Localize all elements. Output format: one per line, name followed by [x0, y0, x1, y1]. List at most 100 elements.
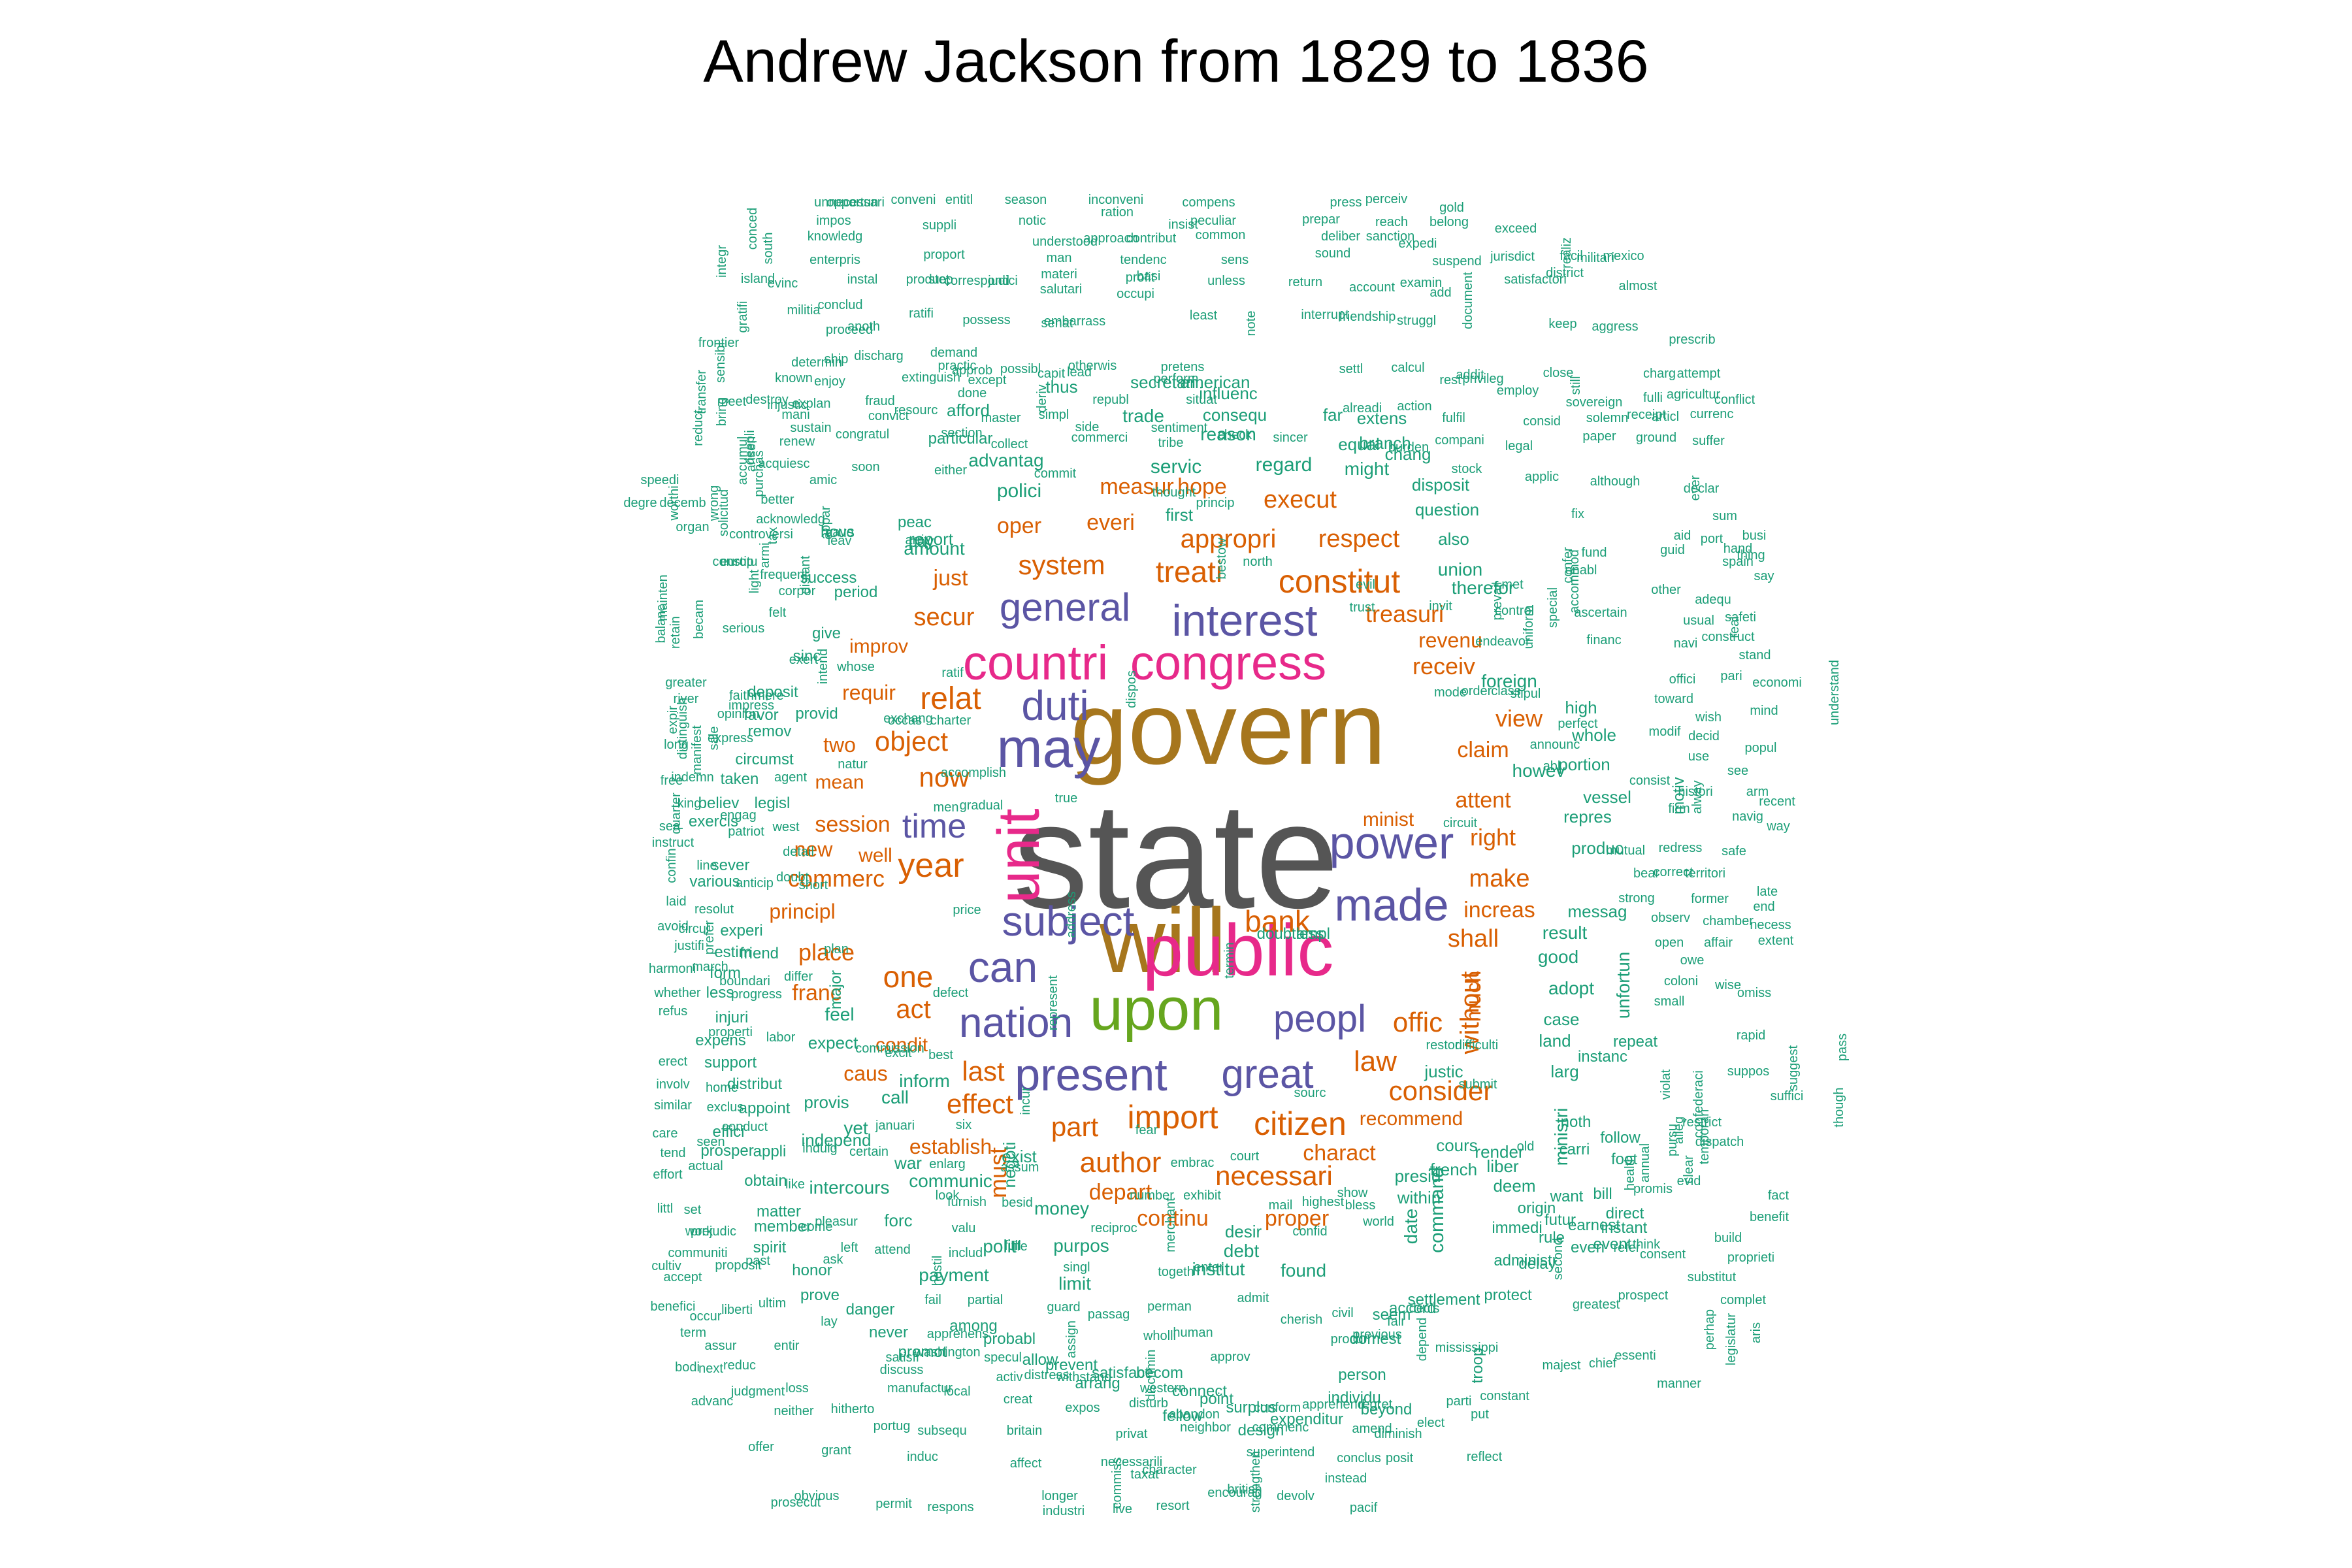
- word-appar: appar: [819, 506, 833, 540]
- word-allow: allow: [1022, 1351, 1058, 1369]
- word-popul: popul: [1744, 741, 1777, 755]
- word-ask: ask: [823, 1252, 843, 1267]
- word-mississippi: mississippi: [1435, 1341, 1499, 1355]
- word-like: like: [785, 1177, 806, 1192]
- word-expenditur: expenditur: [1269, 1411, 1344, 1428]
- word-address: address: [1064, 891, 1079, 938]
- word-peculiar: peculiar: [1190, 214, 1237, 228]
- word-evinc: evinc: [767, 276, 798, 291]
- word-contribut: contribut: [1126, 231, 1177, 246]
- word-restrict: restrict: [1682, 1115, 1722, 1130]
- word-disposit: disposit: [1411, 475, 1470, 495]
- word-discrimin: discrimin: [1144, 1349, 1158, 1401]
- word-lay: lay: [821, 1315, 838, 1329]
- word-distribut: distribut: [727, 1075, 783, 1093]
- word-merchant: merchant: [1164, 1198, 1178, 1252]
- word-report: report: [909, 529, 953, 549]
- word-europ: europ: [720, 555, 754, 569]
- word-sound: sound: [1315, 246, 1351, 261]
- word-union: union: [1437, 559, 1483, 580]
- word-earnest: earnest: [1567, 1217, 1621, 1234]
- word-explan: explan: [792, 397, 831, 411]
- word-tendenc: tendenc: [1120, 253, 1167, 267]
- word-suggest: suggest: [1786, 1045, 1801, 1092]
- word-vessel: vessel: [1583, 787, 1631, 807]
- word-set: set: [683, 1203, 702, 1217]
- word-enjoy: enjoy: [814, 374, 845, 389]
- word-suppli: suppli: [922, 218, 957, 233]
- word-judici: judici: [988, 274, 1018, 288]
- word-clear: clear: [1682, 1155, 1696, 1184]
- word-liber: liber: [1486, 1156, 1519, 1176]
- word-chang: chang: [1384, 444, 1431, 464]
- word-unfortun: unfortun: [1613, 951, 1633, 1019]
- word-benefit: benefit: [1749, 1210, 1789, 1224]
- word-full: full: [1004, 1239, 1021, 1253]
- word-permit: permit: [875, 1497, 912, 1511]
- word-loss: loss: [785, 1381, 809, 1396]
- word-depart: depart: [1088, 1180, 1152, 1205]
- word-british: british: [1227, 1482, 1262, 1497]
- word-arisen: arisen: [744, 436, 759, 472]
- word-regret: regret: [1358, 1397, 1393, 1412]
- word-look: look: [935, 1188, 960, 1203]
- word-mere: mere: [754, 689, 784, 703]
- word-war: war: [894, 1153, 922, 1173]
- word-local: local: [943, 1384, 971, 1399]
- word-seen: seen: [696, 1135, 725, 1149]
- word-influenc: influenc: [1199, 384, 1258, 403]
- word-delay: delay: [1518, 1255, 1556, 1273]
- word-impos: impos: [816, 214, 851, 228]
- word-strong: strong: [1618, 891, 1655, 906]
- word-sale: sale: [707, 726, 721, 751]
- word-republ: republ: [1092, 393, 1129, 407]
- word-give: give: [811, 625, 841, 642]
- word-men: men: [933, 800, 959, 815]
- word-deriv: deriv: [1035, 384, 1049, 413]
- word-live: live: [1112, 1502, 1133, 1516]
- word-real: real: [1727, 616, 1742, 638]
- word-see: see: [1727, 764, 1749, 778]
- word-navi: navi: [1673, 636, 1698, 651]
- word-ship: ship: [824, 352, 849, 367]
- word-action: action: [1397, 399, 1432, 414]
- word-place: place: [798, 939, 855, 966]
- word-grant: grant: [821, 1443, 851, 1458]
- word-thus: thus: [1045, 377, 1078, 397]
- word-suppos: suppos: [1727, 1064, 1770, 1079]
- word-friend: friend: [739, 945, 779, 962]
- word-fellow: fellow: [1162, 1407, 1203, 1425]
- word-sens: sens: [1220, 253, 1249, 267]
- word-bank: bank: [1245, 904, 1310, 938]
- word-belong: belong: [1429, 215, 1469, 229]
- word-greater: greater: [665, 676, 707, 690]
- word-product: product: [906, 272, 950, 287]
- word-anticip: anticip: [736, 876, 774, 890]
- word-minist: minist: [1362, 809, 1414, 830]
- word-king: king: [677, 796, 702, 811]
- word-defect: defect: [932, 986, 969, 1000]
- word-deposit: deposit: [747, 683, 798, 701]
- word-though: though: [1832, 1087, 1846, 1128]
- word-commit: commit: [1034, 466, 1077, 481]
- word-adequ: adequ: [1695, 593, 1731, 607]
- word-unless: unless: [1207, 274, 1245, 288]
- word-american: american: [1180, 372, 1250, 392]
- word-south: south: [761, 232, 776, 265]
- word-agent: agent: [774, 770, 808, 785]
- word-respons: respons: [927, 1500, 974, 1514]
- word-solemn: solemn: [1586, 411, 1629, 425]
- word-indemn: indemn: [671, 770, 714, 785]
- word-commenc: commenc: [1252, 1420, 1309, 1435]
- word-proposit: proposit: [715, 1258, 762, 1273]
- word-lead: lead: [1067, 365, 1092, 380]
- word-interest: interest: [1171, 596, 1318, 645]
- word-direct: direct: [1605, 1205, 1644, 1222]
- word-north: north: [1243, 555, 1273, 569]
- word-perfect: perfect: [1558, 717, 1598, 731]
- word-accord: accord: [1388, 1299, 1437, 1317]
- word-much: much: [1462, 970, 1485, 1022]
- word-session: session: [815, 812, 890, 837]
- word-exert: exert: [789, 653, 819, 667]
- word-invit: invit: [1429, 599, 1452, 613]
